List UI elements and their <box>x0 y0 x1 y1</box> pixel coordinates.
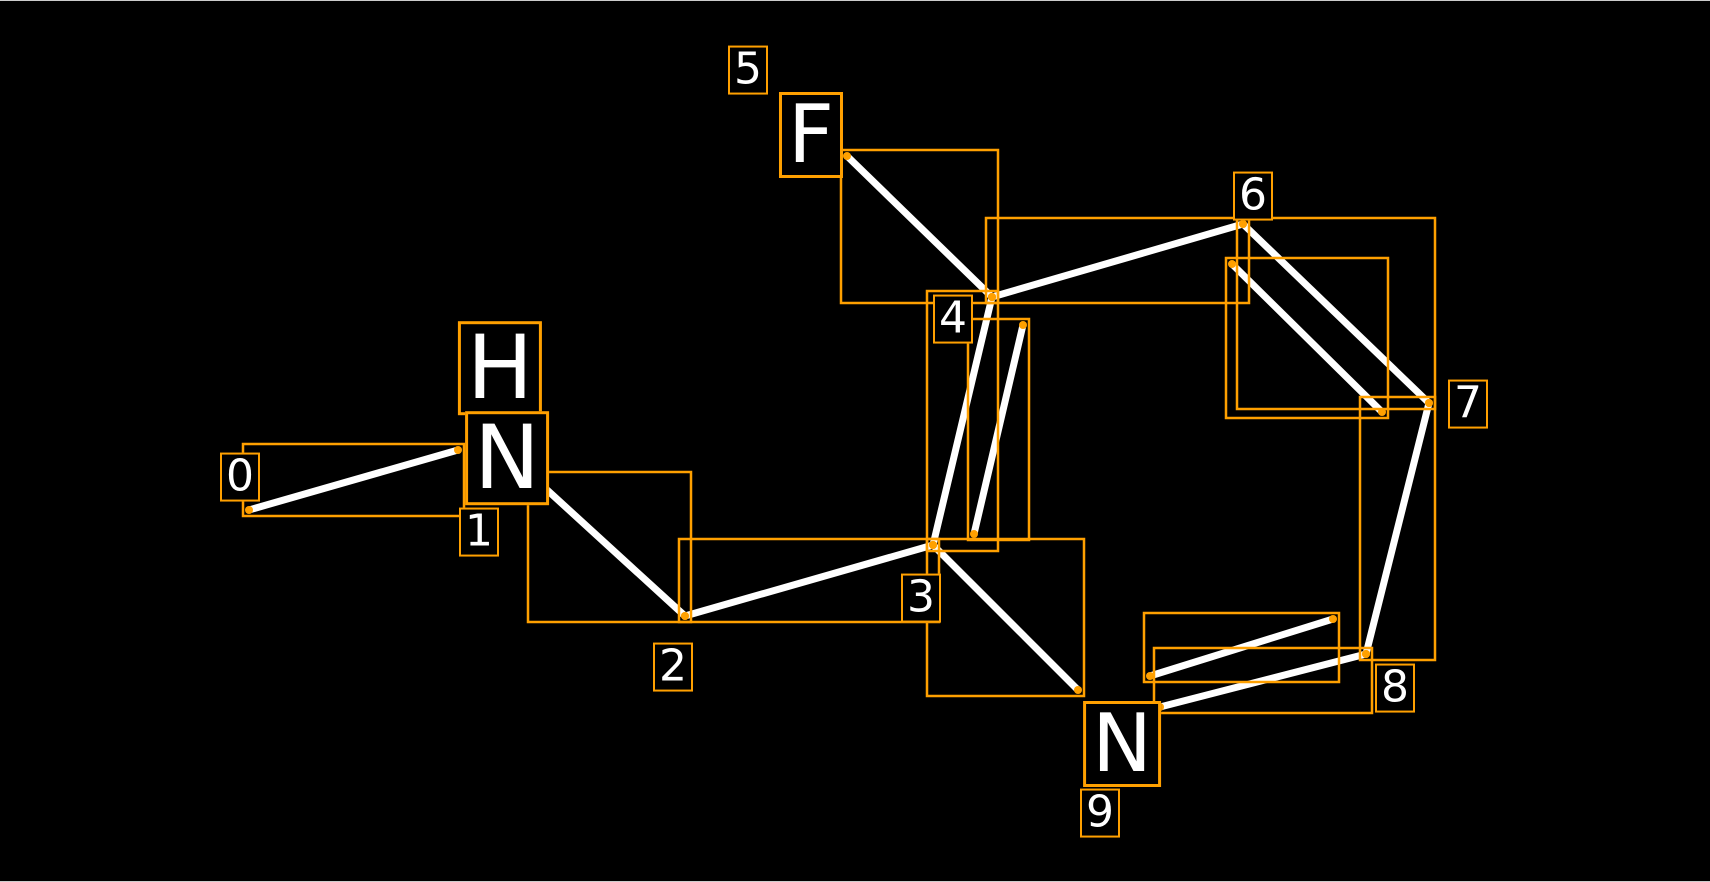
bond-8-9-line-2 <box>1156 650 1370 711</box>
bond-3-4-bounding-box-1 <box>925 289 1000 553</box>
atom-endpoint-dot <box>1425 399 1433 407</box>
bond-8-9-bounding-box-2 <box>1152 646 1374 715</box>
bond-6-7-bounding-box-1 <box>1235 216 1437 411</box>
atom-endpoint-dot <box>1378 408 1386 416</box>
atom-endpoint-dot <box>1074 686 1082 694</box>
atom-endpoint-dot <box>1329 615 1337 623</box>
atom-index-label-8: 8 <box>1375 663 1415 713</box>
atom-endpoint-dot <box>1019 321 1027 329</box>
atom-index-label-3: 3 <box>901 573 941 623</box>
atom-index-label-2: 2 <box>653 642 693 692</box>
bond-0-1-line-1 <box>245 446 462 514</box>
atom-endpoint-dot <box>1146 672 1154 680</box>
atom-symbol-N-3: N <box>1083 701 1161 787</box>
bond-4-6-line-1 <box>988 220 1247 301</box>
bond-4-6-bounding-box-1 <box>984 216 1251 305</box>
bond-7-8-bounding-box-1 <box>1358 395 1437 662</box>
atom-symbol-F-0: F <box>778 92 844 178</box>
atom-endpoint-dot <box>1228 260 1236 268</box>
atom-endpoint-dot <box>988 293 996 301</box>
bond-1-2-bounding-box-1 <box>526 470 693 624</box>
atom-index-label-1: 1 <box>459 507 499 557</box>
atom-endpoint-dot <box>681 612 689 620</box>
atom-endpoint-dot <box>970 530 978 538</box>
atom-endpoint-dot <box>1362 650 1370 658</box>
bond-6-7-line-1 <box>1239 220 1433 407</box>
bond-2-3-line-1 <box>681 541 937 620</box>
bond-4-5-bounding-box-1 <box>839 148 1000 305</box>
atom-index-label-6: 6 <box>1233 171 1273 221</box>
atom-index-label-0: 0 <box>220 452 260 502</box>
atom-endpoint-dot <box>245 506 253 514</box>
bond-3-9-line-1 <box>929 541 1082 694</box>
atom-index-label-9: 9 <box>1080 788 1120 838</box>
bond-4-5-line-1 <box>843 152 996 301</box>
bond-3-4-line-1 <box>929 293 996 549</box>
bond-1-2-line-1 <box>530 474 689 620</box>
atom-endpoint-dot <box>454 446 462 454</box>
atom-symbol-H-1: H <box>457 321 543 415</box>
canvas-top-edge <box>0 0 1710 1</box>
atom-index-label-4: 4 <box>933 294 973 344</box>
bond-6-7-bounding-box-2 <box>1224 256 1390 420</box>
atom-index-label-5: 5 <box>728 45 768 95</box>
bond-7-8-line-1 <box>1362 399 1433 658</box>
atom-index-label-7: 7 <box>1448 379 1488 429</box>
bond-6-7-line-2 <box>1228 260 1386 416</box>
atom-symbol-N-2: N <box>465 411 549 505</box>
atom-endpoint-dot <box>929 541 937 549</box>
atom-endpoint-dot <box>1239 220 1247 228</box>
atom-endpoint-dot <box>843 152 851 160</box>
